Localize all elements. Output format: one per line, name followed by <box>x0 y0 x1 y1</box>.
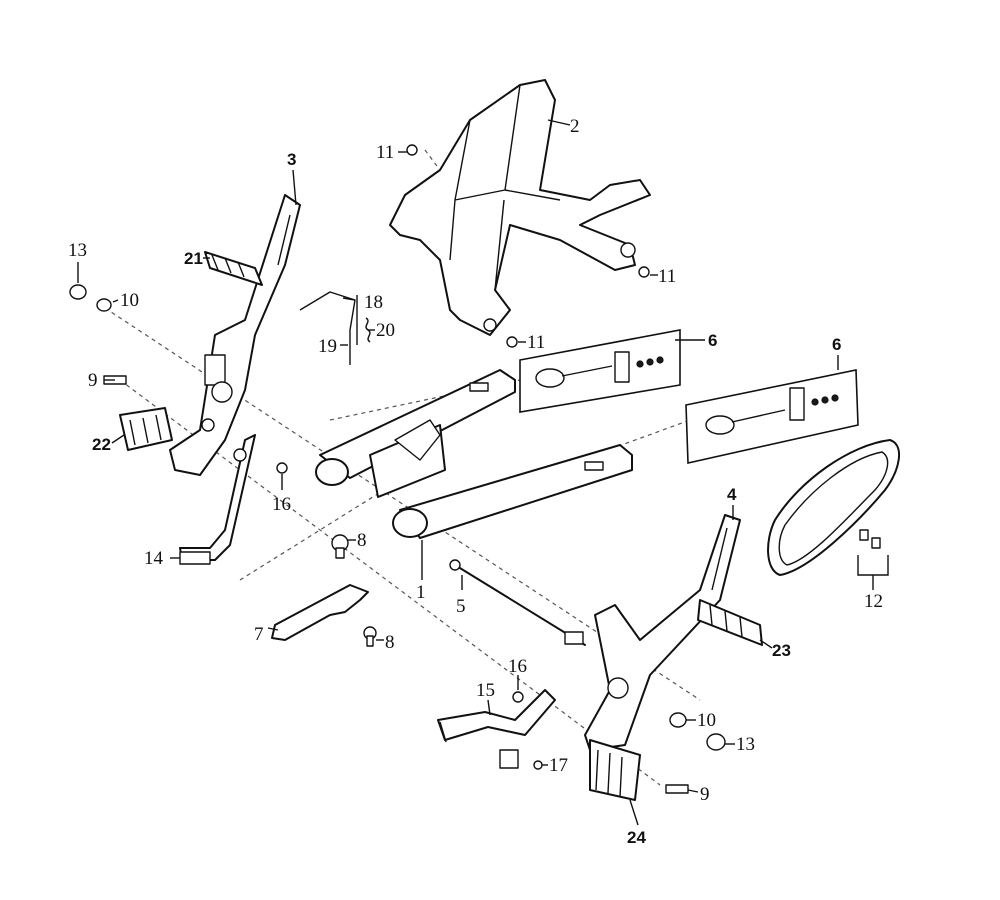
washer-10-right <box>669 712 687 728</box>
right-footpeg-23 <box>697 599 763 646</box>
rear-fender-part <box>389 79 651 336</box>
right-footrest-bracket <box>584 514 741 751</box>
callout-6-right: 6 <box>832 335 841 354</box>
bolt-17 <box>533 760 543 770</box>
gear-shift-pedal-part <box>437 689 556 769</box>
callout-11-mid: 11 <box>658 266 676 287</box>
chain-adjuster-set-right <box>685 369 859 464</box>
chain-adjuster-set-left <box>519 329 681 413</box>
drive-chain-part <box>767 439 901 576</box>
callout-20: 20 <box>376 320 395 341</box>
callout-6-left: 6 <box>708 331 717 350</box>
bolt-9-right <box>665 784 689 794</box>
left-footpeg-21 <box>204 251 263 286</box>
callout-9-right: 9 <box>700 784 710 805</box>
callout-8-bottom: 8 <box>385 632 395 653</box>
right-footpeg-24 <box>589 739 641 801</box>
callout-14: 14 <box>144 548 164 569</box>
callout-16-left: 16 <box>272 494 291 515</box>
leader-lines <box>77 119 889 826</box>
chain-guard-part <box>271 584 369 641</box>
callout-3: 3 <box>287 150 296 169</box>
callout-5: 5 <box>456 596 466 617</box>
callout-11-low: 11 <box>527 332 545 353</box>
callout-15: 15 <box>476 680 495 701</box>
callout-4: 4 <box>727 485 737 504</box>
callout-10-right: 10 <box>697 710 716 731</box>
callout-24: 24 <box>627 828 646 847</box>
bolt-11-low <box>506 336 518 348</box>
nut-13-left <box>69 284 87 300</box>
callout-2: 2 <box>570 116 580 137</box>
bolt-11-mid <box>638 266 650 278</box>
callout-21: 21 <box>184 249 203 268</box>
pin-16-right <box>512 691 524 703</box>
callout-9-left: 9 <box>88 370 98 391</box>
callout-23: 23 <box>772 641 791 660</box>
callout-13-right: 13 <box>736 734 755 755</box>
callout-18: 18 <box>364 292 383 313</box>
callout-10-left: 10 <box>120 290 139 311</box>
callout-7: 7 <box>254 624 264 645</box>
rear-axle-part <box>449 559 586 646</box>
callout-12: 12 <box>864 591 883 612</box>
callout-13-left: 13 <box>68 240 87 261</box>
callout-19: 19 <box>318 336 337 357</box>
pin-16-left <box>276 462 288 474</box>
callout-labels: 1 2 3 4 5 6 6 7 8 8 9 9 10 10 11 11 11 1… <box>68 116 883 847</box>
callout-17: 17 <box>549 755 568 776</box>
bolt-part <box>331 534 377 647</box>
left-footpeg-22 <box>119 407 173 451</box>
left-footrest-bracket <box>169 194 301 476</box>
callout-16-right: 16 <box>508 656 527 677</box>
brake-pedal-part <box>179 434 256 565</box>
swing-arm-part <box>315 369 633 539</box>
callout-22: 22 <box>92 435 111 454</box>
nut-13-right <box>706 733 726 751</box>
bolt-11-top <box>406 144 418 156</box>
callout-11-top: 11 <box>376 142 394 163</box>
washer-10-left <box>96 298 112 312</box>
callout-1: 1 <box>416 582 426 603</box>
callout-8-top: 8 <box>357 530 367 551</box>
